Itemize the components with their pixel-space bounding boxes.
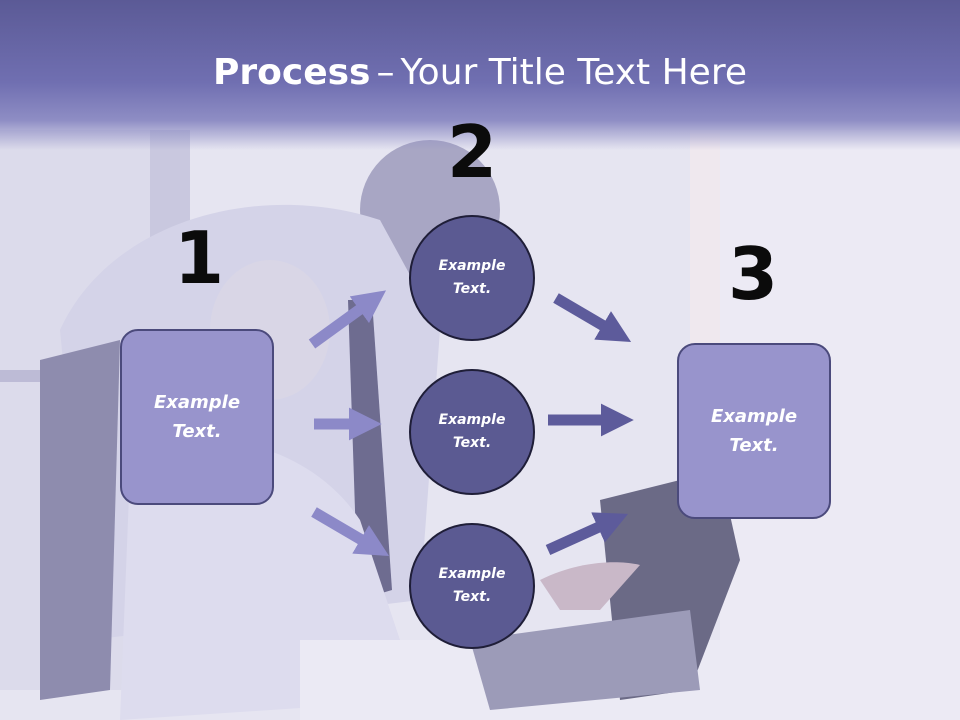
step-number-1: 1: [173, 216, 225, 300]
arrow-1-to-2-top: [308, 290, 387, 349]
step-2-circle-top[interactable]: Example Text.: [409, 215, 535, 341]
arrow-2-to-3-top: [553, 293, 632, 343]
step-2-circle-bottom[interactable]: Example Text.: [409, 523, 535, 649]
step-3-box[interactable]: Example Text.: [677, 343, 831, 519]
step-1-box[interactable]: Example Text.: [120, 329, 274, 505]
step-2-circle-middle[interactable]: Example Text.: [409, 369, 535, 495]
arrow-1-to-2-bottom: [311, 507, 390, 557]
title-bar: [0, 0, 960, 150]
title-rest: Your Title Text Here: [400, 52, 747, 93]
step-number-3: 3: [727, 232, 779, 316]
slide-title: Process–Your Title Text Here: [0, 48, 960, 98]
title-separator: –: [376, 52, 395, 93]
title-bold: Process: [212, 52, 371, 93]
arrow-2-to-3-bottom: [545, 512, 629, 556]
step-number-2: 2: [446, 110, 498, 194]
